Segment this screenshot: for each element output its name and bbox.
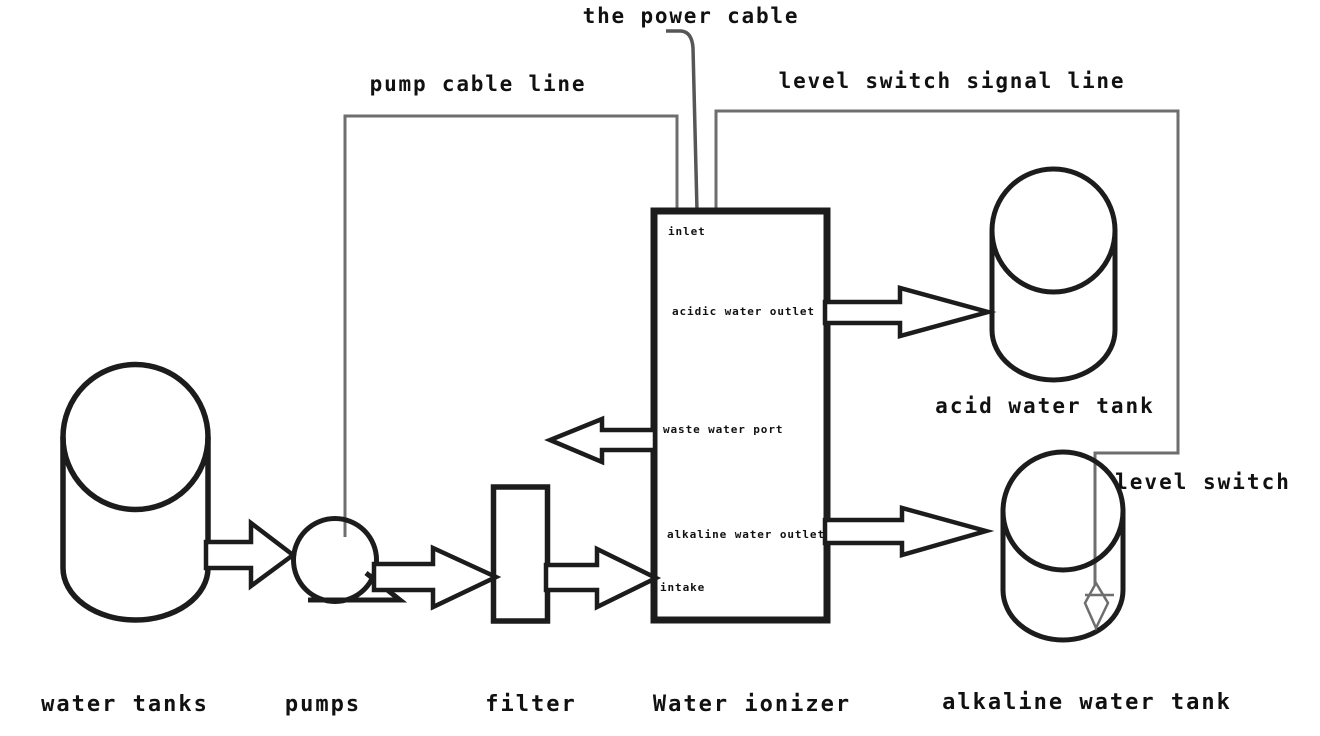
waste-water-arrow	[544, 415, 658, 466]
alkaline-outlet-arrow	[822, 505, 995, 558]
alkaline-tank-cylinder	[1000, 449, 1126, 643]
filter-label: filter	[485, 692, 576, 717]
water-tank-top-circle	[60, 361, 211, 513]
alkaline-outlet-port-label: alkaline water outlet	[667, 528, 825, 541]
acid-tank-body	[989, 230, 1118, 383]
pump-circle	[291, 516, 379, 604]
tank-to-pump-arrow	[203, 518, 297, 591]
level-switch-label: level switch	[1115, 470, 1291, 494]
acidic-outlet-arrow	[822, 285, 997, 339]
acidic-outlet-port-label: acidic water outlet	[672, 305, 815, 318]
acid-water-tank-label: acid water tank	[935, 394, 1155, 418]
waste-port-label: waste water port	[663, 423, 783, 436]
water-tank-body	[60, 437, 211, 623]
alkaline-tank-body	[1000, 511, 1126, 643]
power-cable-label: the power cable	[583, 4, 800, 28]
level-switch-signal-label: level switch signal line	[779, 69, 1126, 93]
level-switch-diamond	[1083, 580, 1110, 631]
pump-cable-label: pump cable line	[370, 72, 587, 96]
pump-to-filter-arrow	[371, 544, 502, 611]
acid-tank-top-circle	[989, 166, 1118, 295]
inlet-port-label: inlet	[668, 225, 706, 238]
water-tanks-label: water tanks	[41, 692, 209, 717]
pump-cable-line	[343, 114, 679, 537]
acid-tank-cylinder	[989, 166, 1118, 383]
intake-port-label: intake	[660, 581, 705, 594]
filter-to-intake-arrow	[543, 545, 662, 611]
water-ionizer-label: Water ionizer	[653, 692, 851, 717]
power-cable-line	[666, 29, 699, 212]
water-tank-cylinder	[60, 361, 211, 623]
alkaline-water-tank-label: alkaline water tank	[942, 690, 1232, 715]
level-switch-signal-line	[714, 109, 1180, 585]
water-ionizer-box	[650, 207, 831, 624]
pumps-label: pumps	[285, 692, 361, 717]
filter-box	[490, 484, 551, 624]
alkaline-tank-top-circle	[1000, 449, 1126, 573]
level-switch-float-icon	[1083, 580, 1114, 631]
